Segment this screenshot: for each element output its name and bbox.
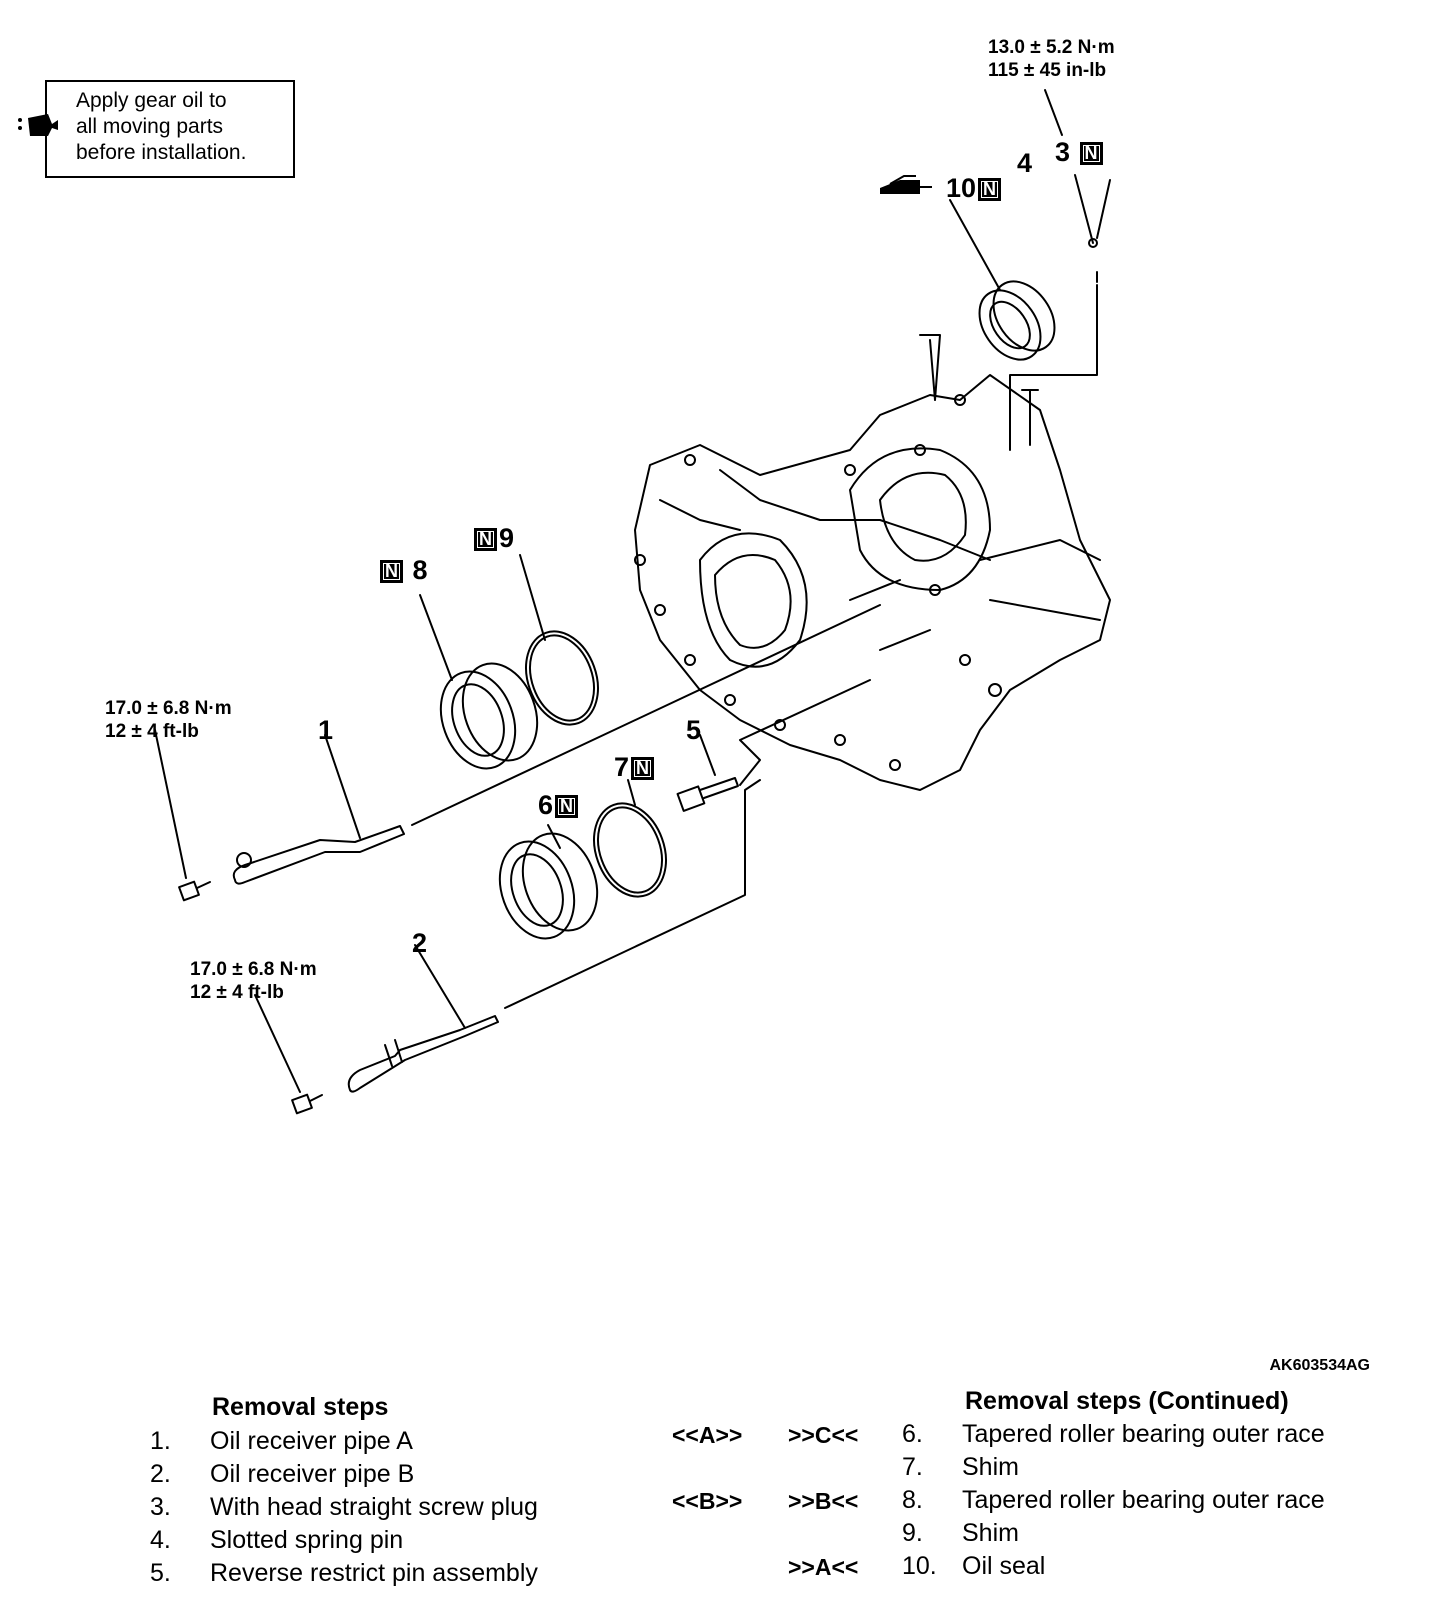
shim-9	[525, 630, 599, 726]
torque-imperial: 12 ± 4 ft-lb	[105, 721, 199, 742]
bearing-outer-race-8	[439, 662, 539, 770]
new-part-badge: N	[631, 757, 655, 780]
list-item: 2. Oil receiver pipe B	[150, 1460, 414, 1489]
step-number: 3.	[150, 1493, 171, 1521]
list-item: 6. Tapered roller bearing outer race	[902, 1420, 1325, 1449]
step-number: 4.	[150, 1526, 171, 1554]
removal-steps-continued-title: Removal steps (Continued)	[965, 1387, 1289, 1415]
torque-nm: 13.0 ± 5.2 N·m	[988, 37, 1115, 58]
callout-number: 9	[499, 523, 515, 553]
step-number: 10.	[902, 1552, 937, 1580]
list-item: 10. Oil seal	[902, 1552, 1045, 1581]
procedure-code-install: >>C<<	[788, 1422, 859, 1448]
new-part-badge: N	[474, 528, 497, 551]
removal-steps-title: Removal steps	[212, 1393, 389, 1421]
note-line: all moving parts	[76, 115, 224, 138]
step-number: 2.	[150, 1460, 171, 1488]
callout-number: 8	[412, 555, 428, 585]
callout-number: 6	[538, 790, 554, 820]
step-label: Oil receiver pipe B	[210, 1460, 415, 1488]
torque-nm: 17.0 ± 6.8 N·m	[105, 698, 232, 719]
oil-seal-10	[978, 280, 1056, 361]
step-label: Shim	[962, 1519, 1019, 1547]
step-label: Slotted spring pin	[210, 1526, 404, 1554]
step-label: Oil receiver pipe A	[210, 1427, 413, 1455]
list-item: 5. Reverse restrict pin assembly	[150, 1559, 538, 1588]
callout-3: 3 N	[1055, 137, 1105, 168]
callout-number: 7	[614, 752, 630, 782]
callout-8: N 8	[378, 555, 428, 586]
note-text: Apply gear oil to all moving parts befor…	[76, 88, 246, 166]
step-label: With head straight screw plug	[210, 1493, 538, 1521]
torque-imperial: 115 ± 45 in-lb	[988, 60, 1107, 81]
list-item: 9. Shim	[902, 1519, 1019, 1548]
list-item: 3. With head straight screw plug	[150, 1493, 538, 1522]
bolt-pipe-b	[291, 1093, 323, 1115]
step-number: 1.	[150, 1427, 171, 1455]
list-item: 1. Oil receiver pipe A	[150, 1427, 413, 1456]
step-label: Tapered roller bearing outer race	[962, 1420, 1325, 1448]
new-part-badge: N	[978, 178, 1002, 201]
torque-imperial: 12 ± 4 ft-lb	[190, 982, 284, 1003]
new-part-badge: N	[380, 560, 403, 583]
step-number: 6.	[902, 1420, 923, 1448]
step-label: Tapered roller bearing outer race	[962, 1486, 1325, 1514]
callout-number: 10	[946, 173, 977, 203]
figure-reference-code: AK603534AG	[1269, 1357, 1371, 1374]
torque-spec-plug: 13.0 ± 5.2 N·m 115 ± 45 in-lb	[988, 36, 1115, 82]
step-number: 8.	[902, 1486, 923, 1514]
callout-5: 5	[686, 715, 702, 745]
procedure-code-install: >>B<<	[788, 1488, 859, 1514]
procedure-code-install: >>A<<	[788, 1554, 859, 1580]
list-item: 7. Shim	[902, 1453, 1019, 1482]
callout-1: 1	[318, 715, 334, 745]
list-item: 8. Tapered roller bearing outer race	[902, 1486, 1325, 1515]
torque-spec-pipe-b: 17.0 ± 6.8 N·m 12 ± 4 ft-lb	[190, 958, 317, 1004]
reverse-restrict-pin-5	[676, 777, 739, 812]
procedure-code-removal: <<A>>	[672, 1422, 743, 1448]
step-label: Shim	[962, 1453, 1019, 1481]
transaxle-case	[634, 334, 1111, 791]
new-part-badge: N	[555, 795, 579, 818]
step-label: Oil seal	[962, 1552, 1046, 1580]
step-label: Reverse restrict pin assembly	[210, 1559, 538, 1587]
note-line: before installation.	[76, 141, 247, 164]
step-number: 5.	[150, 1559, 171, 1587]
oil-receiver-pipe-a	[232, 825, 405, 885]
callout-4: 4	[1017, 148, 1033, 178]
step-number: 9.	[902, 1519, 923, 1547]
grease-applicator-icon	[880, 175, 932, 194]
procedure-code-removal: <<B>>	[672, 1488, 743, 1514]
step-number: 7.	[902, 1453, 923, 1481]
new-part-badge: N	[1079, 142, 1103, 165]
callout-number: 3	[1055, 137, 1071, 167]
list-item: 4. Slotted spring pin	[150, 1526, 403, 1555]
oil-receiver-pipe-b	[347, 1015, 499, 1093]
bolt-pipe-a	[178, 880, 211, 902]
note-line: Apply gear oil to	[76, 89, 227, 112]
bearing-outer-race-6	[498, 832, 599, 940]
torque-nm: 17.0 ± 6.8 N·m	[190, 959, 317, 980]
torque-spec-pipe-a: 17.0 ± 6.8 N·m 12 ± 4 ft-lb	[105, 697, 232, 743]
oil-can-icon	[18, 114, 58, 136]
note-box	[45, 80, 295, 178]
callout-2: 2	[412, 928, 428, 958]
shim-7	[593, 802, 667, 898]
